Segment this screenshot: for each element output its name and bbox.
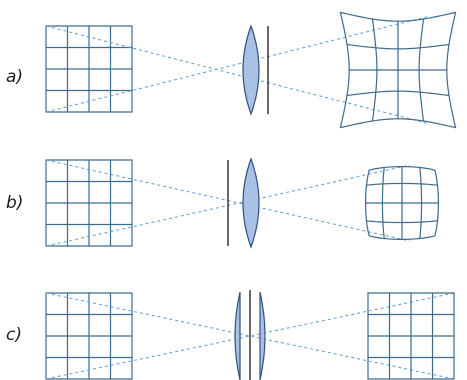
lens-a bbox=[242, 24, 260, 116]
image-grid-line-vertical bbox=[446, 11, 457, 129]
image-grid-barrel bbox=[364, 165, 440, 241]
row-label-b: b) bbox=[6, 193, 23, 213]
object-grid-b bbox=[45, 159, 133, 247]
ray-lines-a bbox=[45, 15, 431, 125]
image-grid-line-horizontal bbox=[365, 220, 439, 224]
lens-c bbox=[234, 291, 266, 380]
image-grid-line-vertical bbox=[434, 169, 440, 237]
biconvex-lens bbox=[242, 24, 260, 116]
row-b: b) bbox=[6, 157, 440, 249]
row-c: c) bbox=[6, 290, 455, 380]
image-grid-line-horizontal bbox=[346, 90, 450, 97]
object-grid-c bbox=[45, 292, 133, 380]
plano-convex-lens bbox=[234, 291, 241, 380]
plano-convex-lens bbox=[259, 291, 266, 380]
row-label-c: c) bbox=[6, 325, 22, 345]
image-grid-line-vertical bbox=[339, 11, 350, 129]
image-grid-line-horizontal bbox=[368, 235, 436, 241]
ray-line bbox=[45, 15, 431, 113]
row-label-a: a) bbox=[6, 67, 23, 87]
ray-line bbox=[45, 25, 431, 125]
biconvex-lens bbox=[242, 157, 260, 249]
image-grid-line-horizontal bbox=[339, 11, 457, 22]
image-grid-line-vertical bbox=[419, 166, 423, 240]
image-grid-undistorted bbox=[367, 292, 455, 380]
image-grid-line-horizontal bbox=[339, 118, 457, 129]
object-grid-a bbox=[45, 25, 133, 113]
lens-b bbox=[242, 157, 260, 249]
image-grid-line-vertical bbox=[418, 18, 425, 122]
image-grid-pincushion bbox=[339, 11, 457, 129]
row-a: a) bbox=[6, 11, 457, 129]
